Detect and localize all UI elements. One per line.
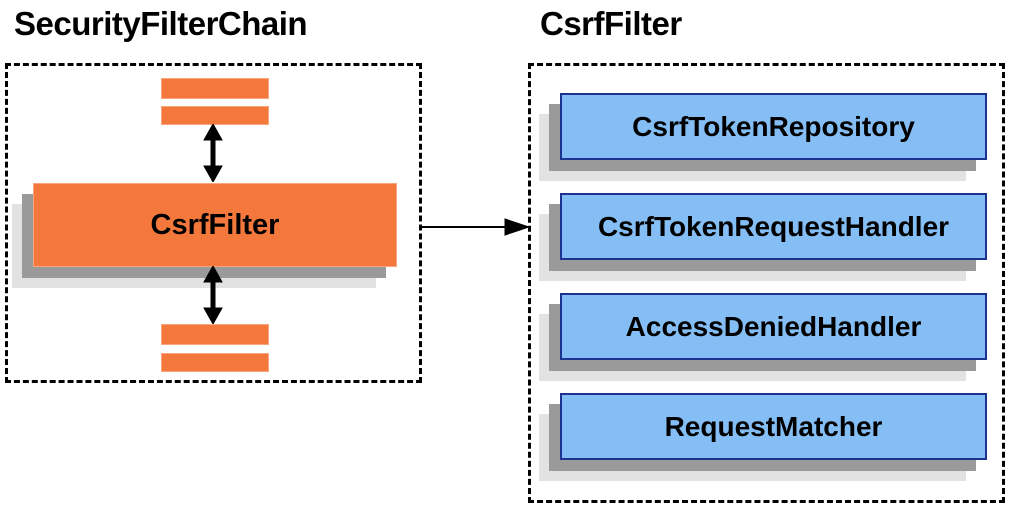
component-node-label: RequestMatcher bbox=[664, 410, 883, 442]
component-node-label: CsrfTokenRequestHandler bbox=[597, 210, 950, 242]
component-node-label: CsrfTokenRepository bbox=[632, 110, 915, 142]
flow-arrow-icon bbox=[421, 218, 529, 236]
csrf-filter-panel: CsrfTokenRepository CsrfTokenRequestHand… bbox=[528, 63, 1005, 503]
component-node-csrf-token-request-handler: CsrfTokenRequestHandler bbox=[560, 193, 987, 260]
security-filter-chain-panel: CsrfFilter bbox=[5, 63, 422, 383]
filter-placeholder-bar bbox=[161, 78, 269, 99]
filter-placeholder-bar bbox=[161, 353, 269, 372]
filter-placeholder-bar bbox=[161, 324, 269, 345]
bidirectional-arrow-icon bbox=[203, 124, 223, 182]
csrf-filter-node: CsrfFilter bbox=[33, 183, 397, 267]
bidirectional-arrow-icon bbox=[203, 266, 223, 324]
csrf-filter-title: CsrfFilter bbox=[540, 5, 682, 42]
csrf-filter-node-label: CsrfFilter bbox=[150, 208, 280, 241]
component-node-access-denied-handler: AccessDeniedHandler bbox=[560, 293, 987, 360]
component-node-csrf-token-repository: CsrfTokenRepository bbox=[560, 93, 987, 160]
filter-placeholder-bar bbox=[161, 106, 269, 125]
security-filter-chain-title: SecurityFilterChain bbox=[14, 5, 308, 42]
component-node-request-matcher: RequestMatcher bbox=[560, 393, 987, 460]
component-node-label: AccessDeniedHandler bbox=[625, 310, 922, 342]
